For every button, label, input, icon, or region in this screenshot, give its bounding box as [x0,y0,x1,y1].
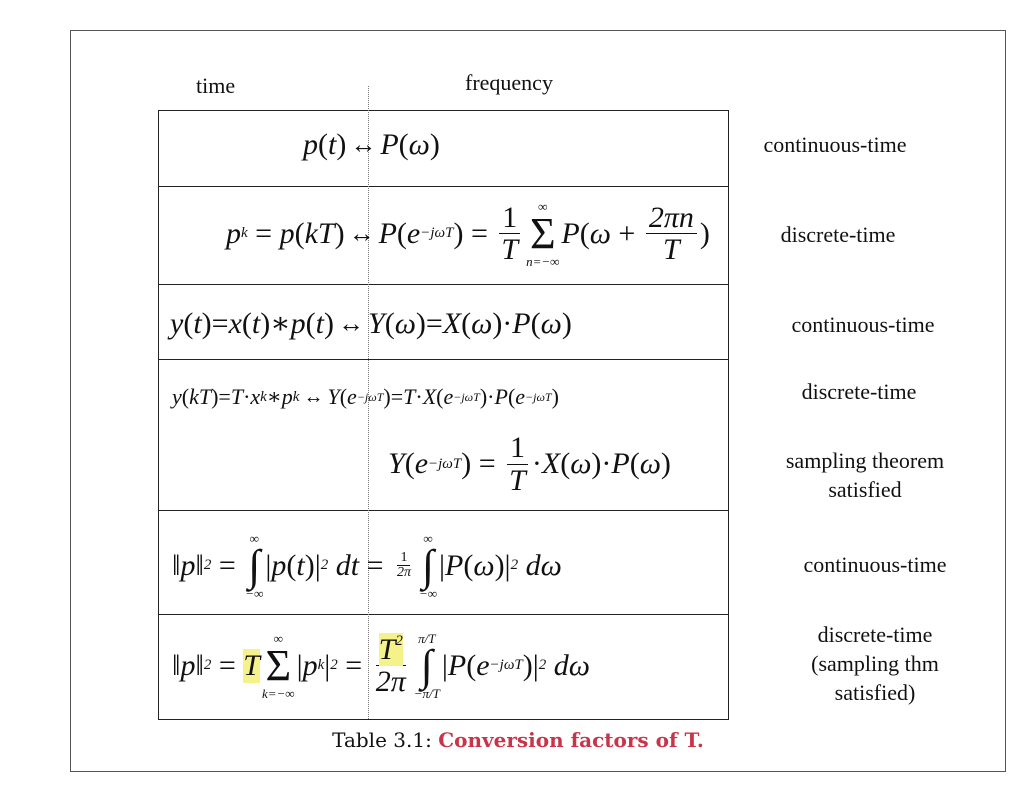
row2-label: discrete-time [780,222,896,247]
figure-frame [70,30,1006,772]
table-caption: Table 3.1: Conversion factors of T. [0,728,1036,752]
row6-label: discrete-time (sampling thm satisfied) [811,622,939,705]
row1-label: continuous-time [763,132,907,157]
row5-label: continuous-time [803,552,947,577]
conversion-table [158,110,729,720]
time-frequency-divider [368,86,369,719]
caption-prefix: Table 3.1: [332,728,432,752]
equation-row1: p(t) ↔ P(ω) [303,128,440,161]
row4-label2: sampling theorem satisfied [785,448,945,502]
row-divider [158,284,729,285]
header-time: time [196,73,236,98]
equation-row3: y(t)= x(t)∗ p(t) ↔ Y(ω)= X(ω)· P(ω) [170,306,572,341]
row-divider [158,186,729,187]
row4-label: discrete-time [801,379,917,404]
row3-label: continuous-time [791,312,935,337]
row-divider [158,614,729,615]
header-frequency: frequency [465,70,553,95]
row-divider [158,510,729,511]
caption-title: Conversion factors of T. [438,728,704,752]
row-divider [158,359,729,360]
